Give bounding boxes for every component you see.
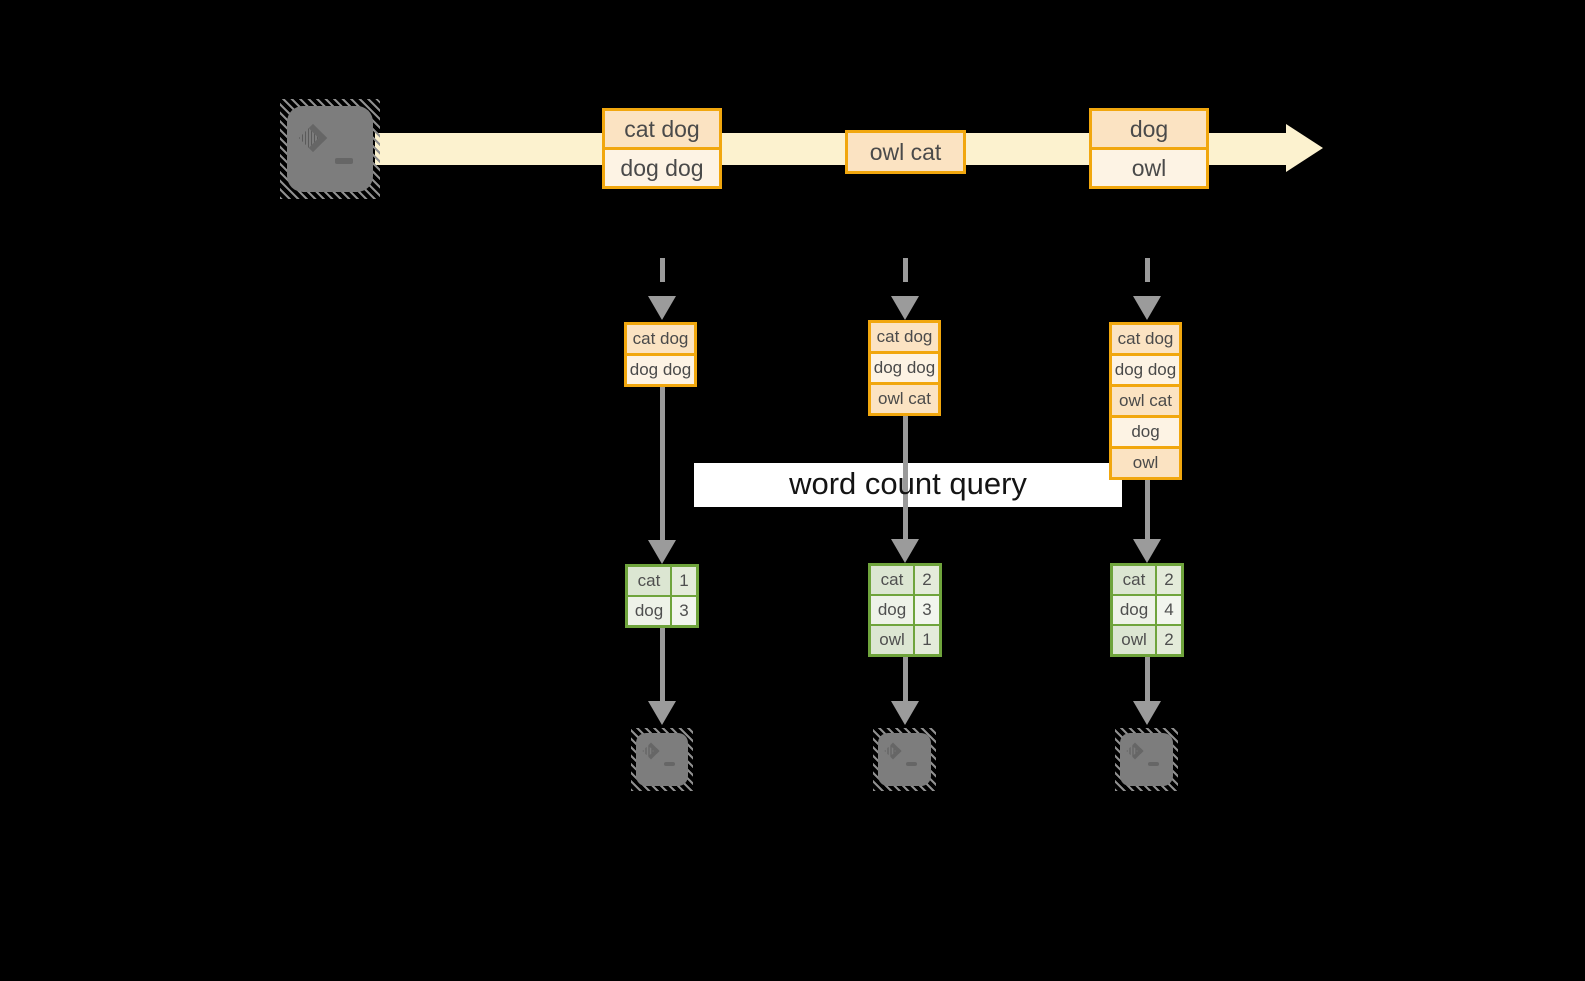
prompt-chevron-icon: [884, 742, 902, 760]
batch-line: owl: [1112, 446, 1179, 477]
count-cell: 2: [1157, 626, 1181, 654]
dashed-arrow-head-icon: [1133, 296, 1161, 320]
arrow-head-icon: [1133, 539, 1161, 563]
arrow-line: [660, 628, 665, 701]
terminal-screen: [1120, 733, 1173, 786]
word-cell: owl: [871, 626, 913, 654]
dashed-arrow-head-icon: [648, 296, 676, 320]
word-count-table-2: cat 2 dog 3 owl 1: [868, 563, 942, 657]
batch-line: dog dog: [1112, 353, 1179, 384]
batch-line: cat dog: [627, 325, 694, 353]
arrow-line: [1145, 480, 1150, 539]
prompt-chevron-icon: [1126, 742, 1144, 760]
batch-line: cat dog: [605, 111, 719, 147]
word-cell: cat: [628, 567, 670, 595]
prompt-cursor-icon: [906, 762, 917, 766]
count-cell: 3: [672, 597, 696, 625]
micro-batch-2: cat dog dog dog owl cat: [868, 320, 941, 416]
dashed-arrow-line: [903, 258, 908, 296]
query-label-background: [694, 463, 1122, 507]
count-cell: 1: [915, 626, 939, 654]
timeline-batch-2: owl cat: [845, 130, 966, 174]
timeline-batch-1: cat dog dog dog: [602, 108, 722, 189]
word-cell: dog: [1113, 596, 1155, 624]
micro-batch-3: cat dog dog dog owl cat dog owl: [1109, 322, 1182, 480]
sink-terminal-icon-1: [631, 728, 693, 791]
prompt-chevron-icon: [642, 742, 660, 760]
terminal-screen: [287, 106, 373, 192]
batch-line: cat dog: [871, 323, 938, 351]
word-count-table-1: cat 1 dog 3: [625, 564, 699, 628]
arrow-head-icon: [648, 701, 676, 725]
sink-terminal-icon-3: [1115, 728, 1178, 791]
source-terminal-icon: [280, 99, 380, 199]
arrow-head-icon: [1133, 701, 1161, 725]
terminal-screen: [636, 733, 688, 786]
batch-line: dog: [1092, 111, 1206, 147]
count-cell: 3: [915, 596, 939, 624]
batch-line: owl cat: [1112, 384, 1179, 415]
word-cell: owl: [1113, 626, 1155, 654]
arrow-line: [1145, 657, 1150, 701]
sink-terminal-icon-2: [873, 728, 936, 791]
arrow-line: [660, 387, 665, 540]
batch-line: dog dog: [627, 353, 694, 384]
batch-line: dog dog: [871, 351, 938, 382]
dashed-arrow-line: [1145, 258, 1150, 296]
terminal-screen: [878, 733, 931, 786]
word-cell: cat: [1113, 566, 1155, 594]
arrow-head-icon: [648, 540, 676, 564]
batch-line: cat dog: [1112, 325, 1179, 353]
batch-line: dog dog: [605, 147, 719, 186]
prompt-cursor-icon: [1148, 762, 1159, 766]
micro-batch-1: cat dog dog dog: [624, 322, 697, 387]
stream-timeline-arrowhead-icon: [1286, 124, 1323, 172]
count-cell: 4: [1157, 596, 1181, 624]
dashed-arrow-line: [660, 258, 665, 296]
batch-line: dog: [1112, 415, 1179, 446]
prompt-cursor-icon: [664, 762, 675, 766]
arrow-line: [903, 416, 908, 539]
arrow-head-icon: [891, 539, 919, 563]
count-cell: 1: [672, 567, 696, 595]
prompt-cursor-icon: [335, 158, 353, 164]
word-count-table-3: cat 2 dog 4 owl 2: [1110, 563, 1184, 657]
arrow-line: [903, 657, 908, 701]
batch-line: owl cat: [848, 133, 963, 171]
timeline-batch-3: dog owl: [1089, 108, 1209, 189]
arrow-head-icon: [891, 701, 919, 725]
query-label: word count query: [789, 466, 1027, 501]
word-cell: cat: [871, 566, 913, 594]
word-cell: dog: [871, 596, 913, 624]
prompt-chevron-icon: [298, 123, 328, 153]
dashed-arrow-head-icon: [891, 296, 919, 320]
count-cell: 2: [1157, 566, 1181, 594]
batch-line: owl: [1092, 147, 1206, 186]
batch-line: owl cat: [871, 382, 938, 413]
word-cell: dog: [628, 597, 670, 625]
count-cell: 2: [915, 566, 939, 594]
